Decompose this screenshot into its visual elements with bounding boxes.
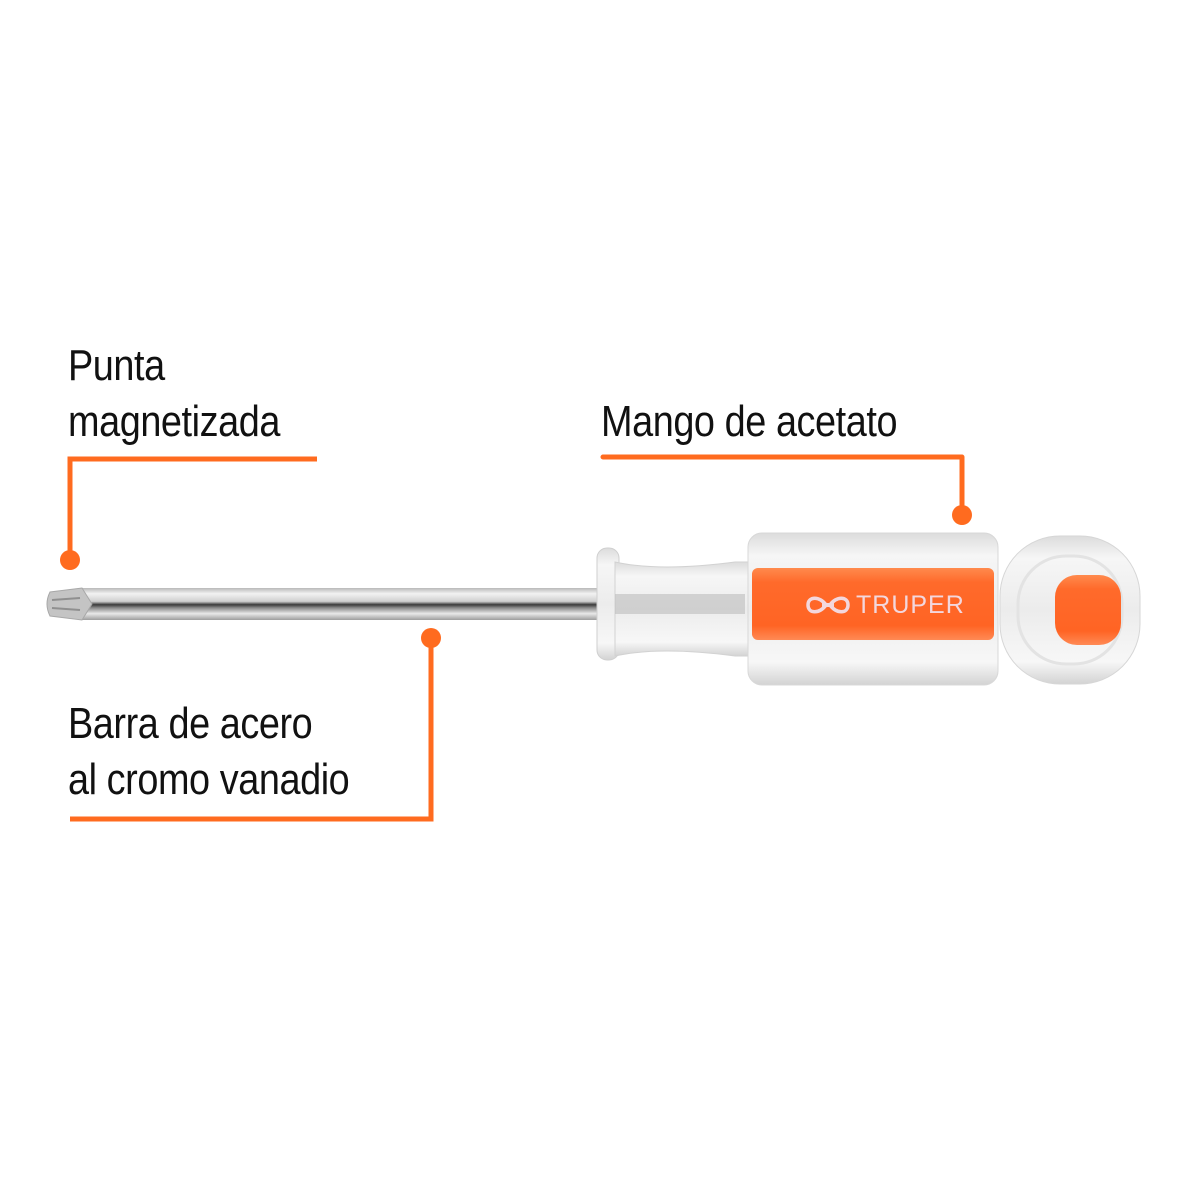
screwdriver-shaft <box>46 587 618 621</box>
callout-label-tip: Punta magnetizada <box>68 338 280 450</box>
callout-handle-line-1: Mango de acetato <box>601 397 898 446</box>
callout-label-handle: Mango de acetato <box>601 394 897 450</box>
callout-line-shaft <box>70 628 441 822</box>
callout-tip-line-2: magnetizada <box>68 397 280 446</box>
callout-shaft-line-2: al cromo vanadio <box>68 755 350 804</box>
screwdriver-handle <box>596 532 1141 686</box>
brand-logo: TRUPER <box>806 590 965 620</box>
callout-shaft-line-1: Barra de acero <box>68 699 313 748</box>
truper-logo-icon <box>806 596 850 614</box>
callout-label-shaft: Barra de acero al cromo vanadio <box>68 696 350 808</box>
callout-line-tip <box>60 456 317 570</box>
callout-tip-line-1: Punta <box>68 341 165 390</box>
callout-line-handle <box>600 454 972 525</box>
brand-name: TRUPER <box>856 590 965 619</box>
